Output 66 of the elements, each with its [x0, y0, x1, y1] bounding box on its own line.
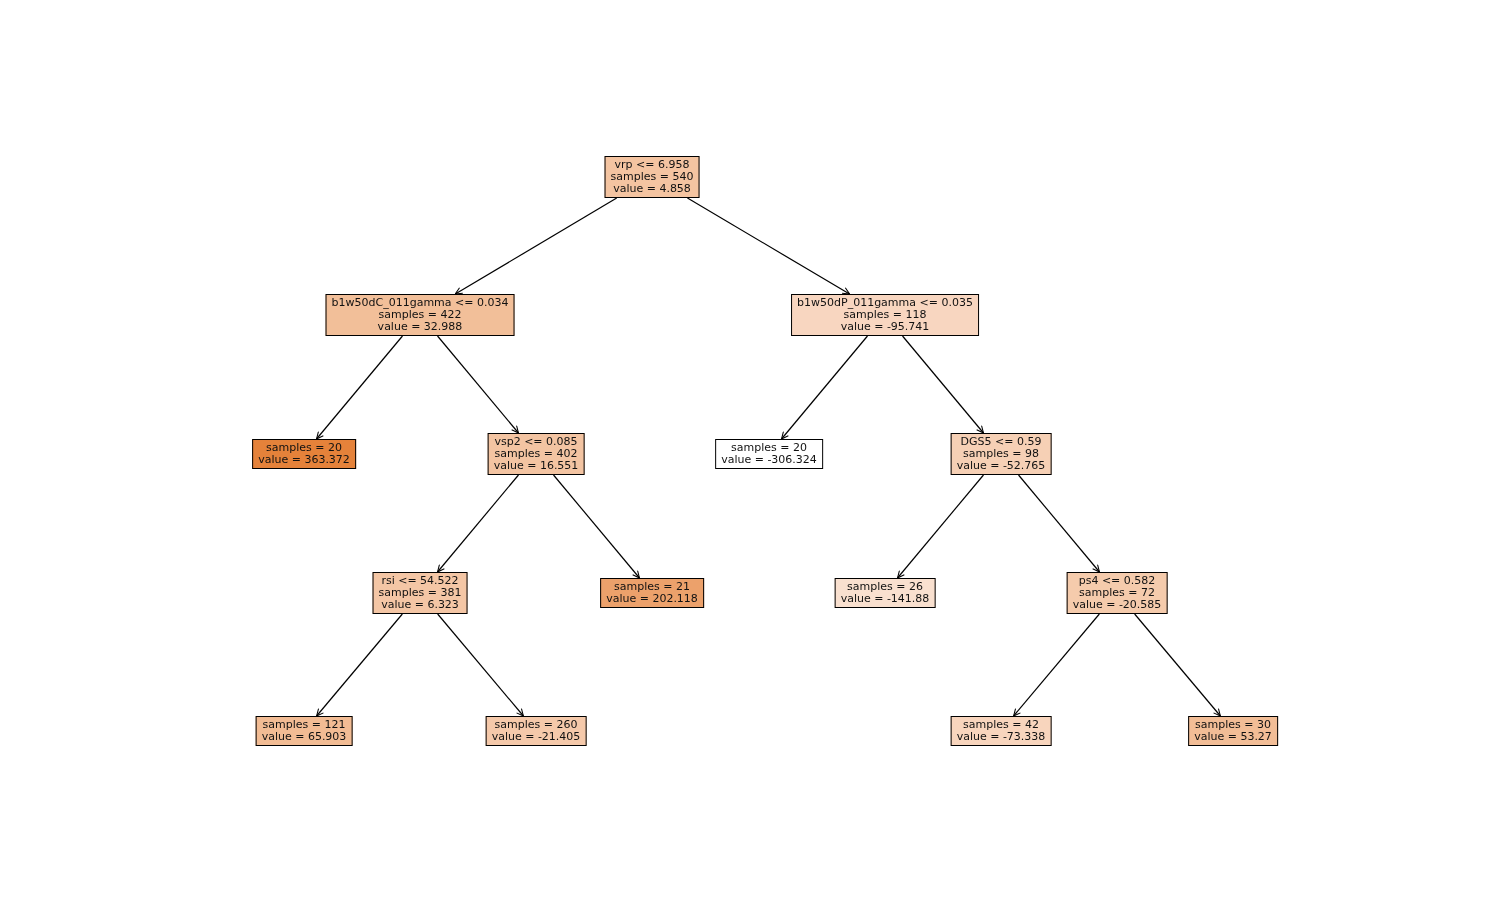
arrow [436, 335, 520, 434]
arrow [437, 613, 524, 717]
node-text: value = 202.118 [606, 593, 698, 605]
node-text: samples = 381 [378, 587, 462, 599]
node-text: b1w50dC_011gamma <= 0.034 [331, 297, 509, 309]
tree-node-box [485, 716, 587, 746]
tree-node-box [372, 572, 468, 614]
node-text: value = -20.585 [1072, 599, 1162, 611]
tree-node-box [604, 156, 700, 198]
arrow [552, 474, 641, 579]
node-text: value = -73.338 [956, 731, 1046, 743]
arrow [780, 335, 869, 440]
node-text: samples = 72 [1078, 587, 1156, 599]
arrow [896, 474, 985, 579]
node-text: samples = 422 [378, 309, 463, 321]
tree-node-box [834, 578, 936, 608]
node-text: samples = 118 [843, 309, 928, 321]
tree-node-box [255, 716, 353, 746]
arrow [316, 613, 403, 717]
node-text: samples = 20 [265, 442, 343, 454]
node-text: value = 363.372 [258, 454, 350, 466]
arrow [1017, 474, 1101, 573]
node-text: value = -141.88 [840, 593, 930, 605]
tree-node-box [1066, 572, 1168, 614]
node-text: samples = 30 [1194, 719, 1272, 731]
node-text: value = 4.858 [612, 183, 692, 195]
node-text: samples = 20 [730, 442, 808, 454]
node-text: ps4 <= 0.582 [1077, 575, 1157, 587]
node-text: value = -306.324 [721, 454, 817, 466]
node-text: samples = 260 [493, 719, 579, 731]
arrow [315, 335, 404, 440]
tree-node-box [950, 433, 1052, 475]
node-text: vrp <= 6.958 [613, 159, 691, 171]
arrow [1134, 613, 1221, 717]
node-text: samples = 26 [846, 581, 924, 593]
node-text: value = -21.405 [491, 731, 581, 743]
tree-node-box [487, 433, 585, 475]
node-text: samples = 540 [610, 171, 694, 183]
node-text: samples = 42 [962, 719, 1040, 731]
arrow [901, 335, 985, 434]
node-text: samples = 402 [493, 448, 579, 460]
node-text: rsi <= 54.522 [380, 575, 460, 587]
tree-node-box [1188, 716, 1278, 746]
node-text: value = 6.323 [380, 599, 460, 611]
arrow [454, 197, 618, 295]
tree-node-box [791, 294, 979, 336]
node-text: vsp2 <= 0.085 [493, 436, 579, 448]
arrow [686, 197, 851, 295]
tree-node-box [600, 578, 704, 608]
node-text: samples = 121 [261, 719, 347, 731]
node-text: value = 65.903 [261, 731, 347, 743]
arrow [1013, 613, 1100, 717]
node-text: value = 32.988 [376, 321, 464, 333]
arrow [436, 474, 520, 573]
node-text: samples = 98 [962, 448, 1040, 460]
node-text: value = 16.551 [493, 460, 579, 472]
node-text: value = -52.765 [956, 460, 1046, 472]
tree-node-box [325, 294, 515, 336]
node-text: value = -95.741 [839, 321, 931, 333]
tree-node-box [252, 439, 356, 469]
node-text: DGS5 <= 0.59 [959, 436, 1043, 448]
tree-node-box [950, 716, 1052, 746]
node-text: samples = 21 [613, 581, 691, 593]
tree-node-box [715, 439, 823, 469]
node-text: value = 53.27 [1194, 731, 1272, 743]
node-text: b1w50dP_011gamma <= 0.035 [797, 297, 973, 309]
